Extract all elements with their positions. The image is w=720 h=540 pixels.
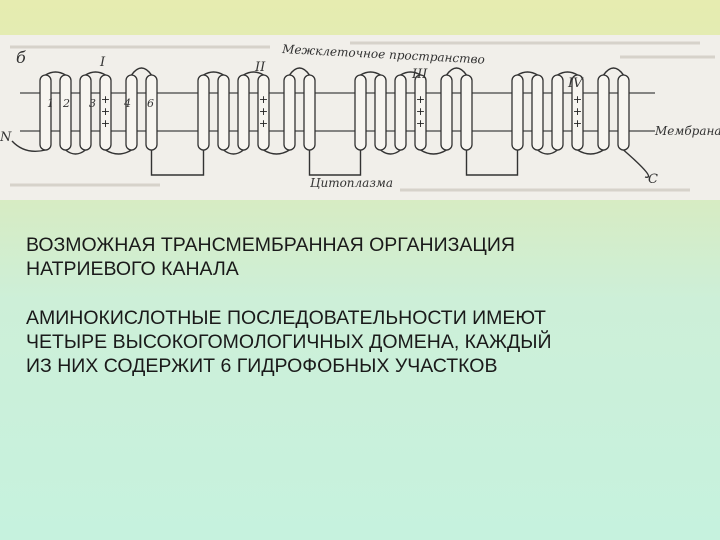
intracellular-loop — [105, 149, 132, 155]
charge-mark: + — [573, 93, 582, 106]
interdomain-linker — [150, 150, 205, 176]
extracellular-loop — [45, 71, 66, 76]
cytoplasmic-loops — [11, 67, 650, 178]
segment-d2-s2 — [217, 74, 230, 151]
domain-label-iv: IV — [567, 76, 584, 91]
caption-body: АМИНОКИСЛОТНЫЕ ПОСЛЕДОВАТЕЛЬНОСТИ ИМЕЮТ … — [26, 306, 706, 378]
segment-number-3: 3 — [89, 97, 96, 110]
charge-mark: + — [259, 105, 268, 118]
caption-body-line-2: ЧЕТЫРЕ ВЫСОКОГОМОЛОГИЧНЫХ ДОМЕНА, КАЖДЫЙ — [26, 331, 552, 353]
segment-d1-s3 — [79, 74, 92, 151]
bottom-region-label: Цитоплазма — [310, 176, 393, 190]
extracellular-loop — [400, 71, 421, 76]
segment-d1-s1 — [39, 74, 52, 151]
segment-d2-s5 — [283, 74, 296, 151]
extracellular-loop — [203, 71, 224, 76]
segment-d4-s6 — [617, 74, 630, 151]
segment-d3-s2 — [374, 74, 387, 151]
background-texture — [10, 41, 715, 192]
charge-mark: + — [259, 117, 268, 130]
segment-d3-s5 — [440, 74, 453, 151]
segment-d4-s2 — [531, 74, 544, 151]
extracellular-loop — [288, 67, 311, 76]
intracellular-loop — [263, 149, 290, 155]
membrane-topology-diagram: ++++++++++++ б Межклеточное пространство… — [0, 41, 720, 192]
segment-d3-s6 — [460, 74, 473, 151]
segment-d2-s1 — [197, 74, 210, 151]
caption-body-line-3: ИЗ НИХ СОДЕРЖИТ 6 ГИДРОФОБНЫХ УЧАСТКОВ — [26, 355, 498, 377]
segment-number-2: 2 — [62, 97, 70, 110]
extracellular-loop — [360, 71, 381, 76]
panel-label: б — [16, 48, 26, 67]
segment-d2-s3 — [237, 74, 250, 151]
charge-mark: + — [416, 105, 425, 118]
charge-mark: + — [416, 93, 425, 106]
domain-label-iii: III — [411, 67, 428, 82]
voltage-sensor-charges: ++++++++++++ — [101, 93, 582, 130]
c-terminus-label: C — [648, 172, 658, 187]
charge-mark: + — [259, 93, 268, 106]
extracellular-loop — [85, 71, 106, 76]
segment-number-4: 4 — [123, 97, 131, 110]
segment-number-1: 1 — [47, 97, 54, 110]
segment-d2-s6 — [303, 74, 316, 151]
segment-d4-s3 — [551, 74, 564, 151]
extracellular-loop — [557, 71, 578, 76]
transmembrane-segments — [39, 74, 630, 151]
extracellular-loop — [445, 67, 468, 76]
intracellular-loop — [537, 149, 558, 155]
intracellular-loop — [380, 149, 401, 155]
n-terminus-label: N — [0, 130, 12, 145]
charge-mark: + — [101, 117, 110, 130]
n-terminal-tail — [11, 140, 46, 153]
caption-title: ВОЗМОЖНАЯ ТРАНСМЕМБРАННАЯ ОРГАНИЗАЦИЯ НА… — [26, 233, 706, 281]
intracellular-loop — [223, 149, 244, 155]
interdomain-linker — [465, 150, 519, 176]
charge-mark: + — [573, 105, 582, 118]
extracellular-loop — [243, 71, 264, 76]
extracellular-loop — [130, 67, 153, 76]
segment-d3-s3 — [394, 74, 407, 151]
segment-number-6: 6 — [147, 97, 154, 110]
segment-d1-s5 — [125, 74, 138, 151]
segment-d1-s2 — [59, 74, 72, 151]
extracellular-loop — [602, 67, 625, 76]
domain-label-ii: II — [254, 60, 266, 75]
caption-body-line-1: АМИНОКИСЛОТНЫЕ ПОСЛЕДОВАТЕЛЬНОСТИ ИМЕЮТ — [26, 307, 546, 329]
membrane-label: Мембрана — [654, 124, 720, 138]
segment-d1-s6 — [145, 74, 158, 151]
intracellular-loop — [420, 149, 447, 155]
extracellular-loop — [517, 71, 538, 76]
charge-mark: + — [573, 117, 582, 130]
intracellular-loop — [577, 149, 604, 155]
segment-d4-s1 — [511, 74, 524, 151]
segment-numbers: 1 2 3 4 6 — [47, 97, 154, 110]
segment-d3-s1 — [354, 74, 367, 151]
caption-title-line-1: ВОЗМОЖНАЯ ТРАНСМЕМБРАННАЯ ОРГАНИЗАЦИЯ — [26, 234, 515, 256]
sodium-channel-figure: ++++++++++++ б Межклеточное пространство… — [0, 35, 720, 200]
caption-title-line-2: НАТРИЕВОГО КАНАЛА — [26, 258, 239, 280]
c-terminal-tail — [623, 149, 650, 178]
segment-d4-s5 — [597, 74, 610, 151]
intracellular-loop — [65, 149, 86, 155]
interdomain-linker — [308, 150, 362, 176]
charge-mark: + — [101, 105, 110, 118]
charge-mark: + — [416, 117, 425, 130]
charge-mark: + — [101, 93, 110, 106]
top-region-label: Межклеточное пространство — [281, 42, 485, 67]
domain-label-i: I — [99, 55, 106, 70]
